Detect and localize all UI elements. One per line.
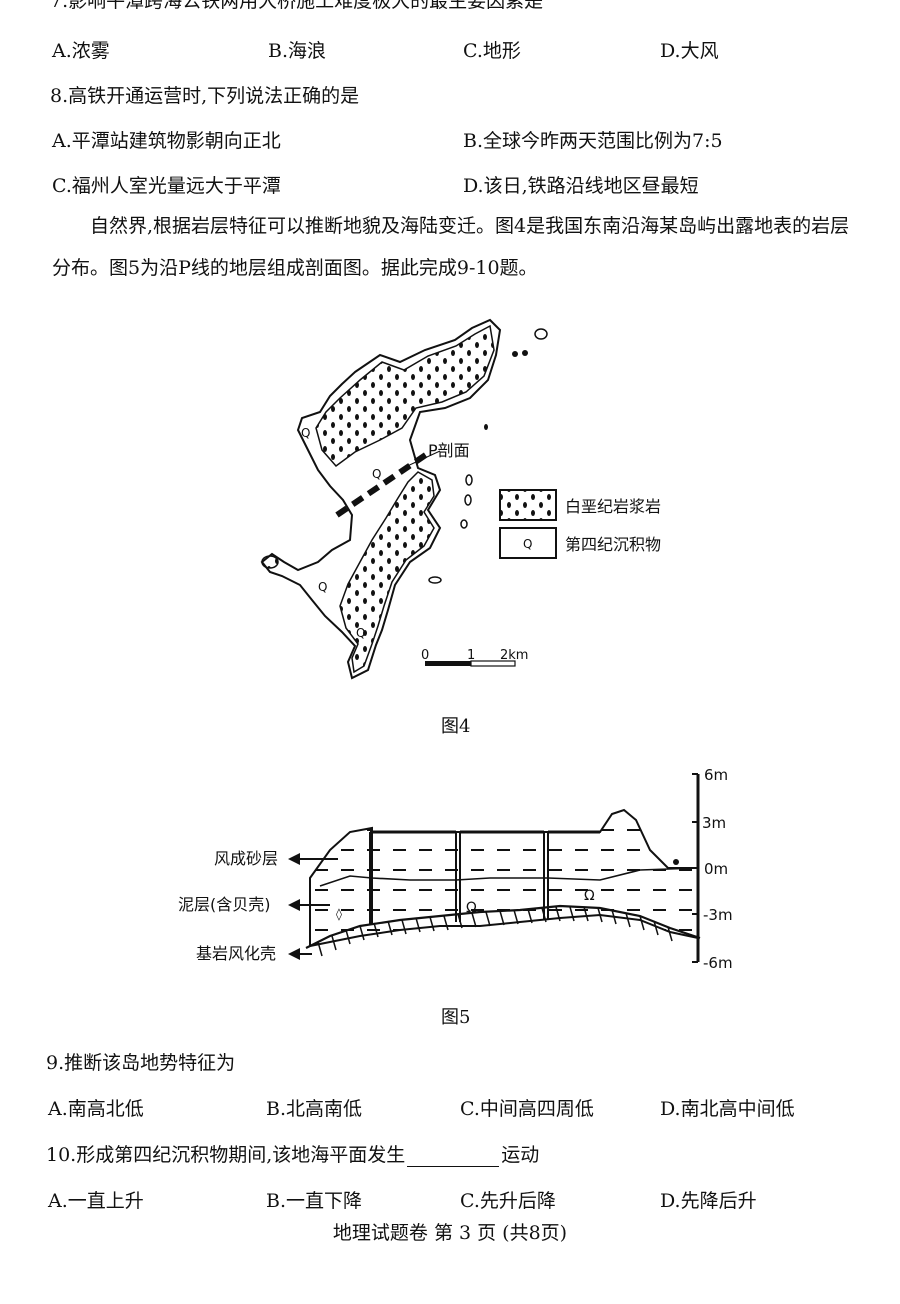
layer-label-sand: 风成砂层: [214, 849, 278, 868]
q-marker: Q: [372, 467, 381, 481]
south-rock-area: [339, 471, 435, 674]
q7-option-c: C.地形: [463, 40, 521, 62]
svg-text:◊: ◊: [336, 907, 342, 921]
figure-4-map: P剖面 Q Q Q Q 白垩纪岩浆岩 Q 第四纪沉积物 0 1 2km: [260, 318, 661, 680]
axis-3m: 3m: [702, 814, 726, 832]
legend-symbol-quaternary: [499, 527, 557, 559]
intro-paragraph: 自然界,根据岩层特征可以推断地貌及海陆变迁。图4是我国东南沿海某岛屿出露地表的岩…: [52, 215, 850, 279]
figure-4-caption: 图4: [441, 716, 471, 737]
scale-bar: [425, 661, 471, 666]
axis-minus3m: -3m: [703, 906, 733, 924]
axis-0m: 0m: [704, 860, 728, 878]
q-marker: Q: [301, 426, 310, 440]
q9-option-a: A.南高北低: [48, 1098, 144, 1120]
scale-0: 0: [421, 648, 429, 663]
q9-option-d: D.南北高中间低: [660, 1098, 795, 1120]
axis-6m: 6m: [704, 766, 728, 784]
layer-label-bedrock: 基岩风化壳: [196, 944, 276, 963]
legend-label-quaternary: 第四纪沉积物: [565, 535, 661, 554]
q-marker: Q: [318, 580, 327, 594]
q8-option-a: A.平潭站建筑物影朝向正北: [52, 130, 281, 152]
p-profile-label: P剖面: [428, 441, 470, 460]
q10-stem-before: 10.形成第四纪沉积物期间,该地海平面发生: [46, 1144, 406, 1166]
q7-stem: 7.影响平潭跨海公铁两用大桥施工难度极大的最主要因素是: [50, 0, 544, 12]
scale-1: 1: [467, 648, 475, 663]
q10-option-c: C.先升后降: [460, 1190, 556, 1212]
q10-blank: [407, 1148, 500, 1167]
q7-option-a: A.浓雾: [52, 40, 110, 62]
page-footer: 地理试题卷 第 3 页 (共8页): [332, 1222, 568, 1244]
q10-option-b: B.一直下降: [266, 1190, 363, 1212]
axis-minus6m: -6m: [703, 954, 733, 972]
q7-option-b: B.海浪: [268, 40, 327, 62]
q7-option-d: D.大风: [660, 40, 719, 62]
q-marker: Q: [356, 626, 365, 640]
q10-option-d: D.先降后升: [660, 1190, 757, 1212]
legend-symbol-q: Q: [523, 537, 532, 551]
legend-symbol-rock: [499, 489, 557, 521]
q8-option-d: D.该日,铁路沿线地区昼最短: [463, 175, 699, 197]
q9-stem: 9.推断该岛地势特征为: [46, 1052, 236, 1074]
q9-option-b: B.北高南低: [266, 1098, 363, 1120]
q8-option-c: C.福州人室光量远大于平潭: [52, 175, 281, 197]
figure-5-section: Ω Ω ◊ 6m 3m 0m -3m -6m 风成砂层 泥层(含贝壳) 基岩风化…: [178, 766, 733, 972]
q10-stem: 10.形成第四纪沉积物期间,该地海平面发生 运动: [46, 1140, 539, 1167]
legend-label-rock: 白垩纪岩浆岩: [565, 497, 661, 516]
q10-option-a: A.一直上升: [48, 1190, 144, 1212]
island-outline: [260, 318, 502, 680]
q8-option-b: B.全球今昨两天范围比例为7:5: [463, 130, 723, 152]
svg-text:Ω: Ω: [584, 888, 595, 904]
svg-text:Ω: Ω: [466, 900, 477, 916]
q9-option-c: C.中间高四周低: [460, 1098, 594, 1120]
layer-label-mud: 泥层(含贝壳): [178, 895, 271, 914]
scale-2km: 2km: [500, 648, 528, 663]
figure-5-caption: 图5: [441, 1007, 471, 1028]
q10-stem-after: 运动: [501, 1144, 540, 1166]
north-rock-area: [315, 324, 495, 468]
q8-stem: 8.高铁开通运营时,下列说法正确的是: [50, 85, 360, 107]
